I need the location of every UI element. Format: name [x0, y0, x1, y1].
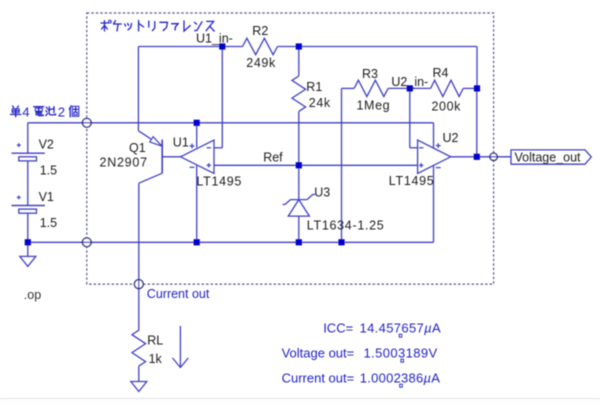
svg-text:24k: 24k: [309, 96, 331, 110]
svg-text:RL: RL: [147, 334, 163, 348]
svg-text:14.457657µA: 14.457657µA: [360, 321, 441, 336]
svg-text:2N2907: 2N2907: [100, 155, 148, 169]
svg-text:1.5: 1.5: [40, 163, 57, 177]
svg-text:1.5003189V: 1.5003189V: [364, 346, 438, 361]
svg-text:1Meg: 1Meg: [357, 98, 391, 112]
svg-text:V2: V2: [39, 138, 54, 152]
svg-text:R3: R3: [362, 67, 378, 81]
svg-text:ICC=: ICC=: [323, 321, 353, 336]
svg-text:V1: V1: [39, 190, 54, 204]
svg-text:U1_in-: U1_in-: [196, 31, 233, 45]
svg-text:R4: R4: [433, 66, 449, 80]
svg-text:R1: R1: [306, 80, 322, 94]
svg-text:4: 4: [22, 104, 29, 119]
svg-text:200k: 200k: [432, 100, 462, 114]
svg-text:U1: U1: [173, 135, 189, 149]
svg-text:1k: 1k: [149, 352, 163, 366]
svg-text:Voltage_out: Voltage_out: [515, 150, 582, 164]
svg-text:1.0002386µA: 1.0002386µA: [360, 371, 440, 386]
svg-text:LT1495: LT1495: [196, 175, 242, 189]
svg-text:U2: U2: [443, 131, 459, 145]
svg-text:LT1495: LT1495: [389, 174, 435, 188]
svg-text:Current out: Current out: [147, 287, 210, 301]
svg-text:Voltage out=: Voltage out=: [282, 346, 355, 361]
svg-text:Ref: Ref: [263, 150, 283, 164]
svg-text:U3: U3: [314, 186, 330, 200]
svg-text:2: 2: [58, 104, 65, 119]
svg-text:Q1: Q1: [129, 141, 146, 155]
svg-text:R2: R2: [252, 24, 268, 38]
svg-text:Current out=: Current out=: [282, 371, 355, 386]
svg-text:249k: 249k: [246, 56, 276, 70]
svg-text:.op: .op: [24, 288, 41, 302]
svg-text:1.5: 1.5: [40, 216, 57, 230]
svg-text:LT1634-1.25: LT1634-1.25: [307, 219, 385, 233]
svg-text:U2_in-: U2_in-: [391, 75, 428, 89]
